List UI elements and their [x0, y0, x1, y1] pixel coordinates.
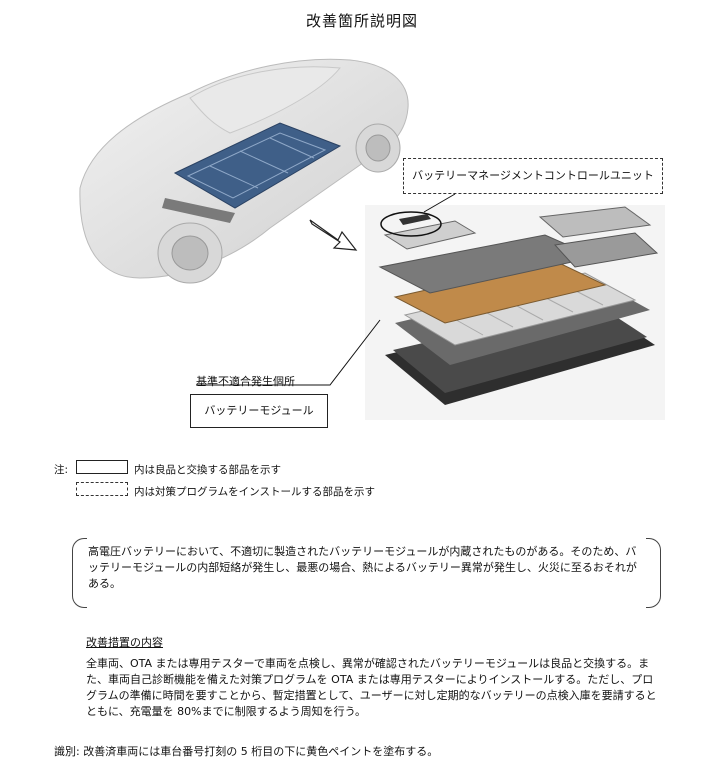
legend-dashed-box — [76, 482, 128, 496]
defect-site-label: 基準不適合発生個所 — [196, 375, 295, 388]
car-illustration — [79, 58, 409, 284]
legend-prefix: 注: — [54, 464, 69, 476]
bracket-right — [646, 538, 661, 608]
bmcu-callout: バッテリーマネージメントコントロールユニット — [403, 158, 663, 194]
measure-body: 全車両、OTA または専用テスターで車両を点検し、異常が確認されたバッテリーモジ… — [86, 657, 657, 718]
legend-solid-text: 内は良品と交換する部品を示す — [134, 464, 281, 476]
battery-pack-illustration — [365, 205, 665, 420]
identification-note: 識別: 改善済車両には車台番号打刻の 5 桁目の下に黄色ペイントを塗布する。 — [54, 745, 439, 758]
bracket-left — [72, 538, 87, 608]
defect-description: 高電圧バッテリーにおいて、不適切に製造されたバッテリーモジュールが内蔵されたもの… — [88, 545, 637, 590]
legend-solid-box — [76, 460, 128, 474]
measure-title: 改善措置の内容 — [86, 636, 163, 649]
legend-dashed-text: 内は対策プログラムをインストールする部品を示す — [134, 486, 375, 498]
battery-module-callout: バッテリーモジュール — [190, 394, 328, 428]
arrow-icon — [309, 219, 358, 251]
page-title: 改善箇所説明図 — [305, 12, 418, 30]
